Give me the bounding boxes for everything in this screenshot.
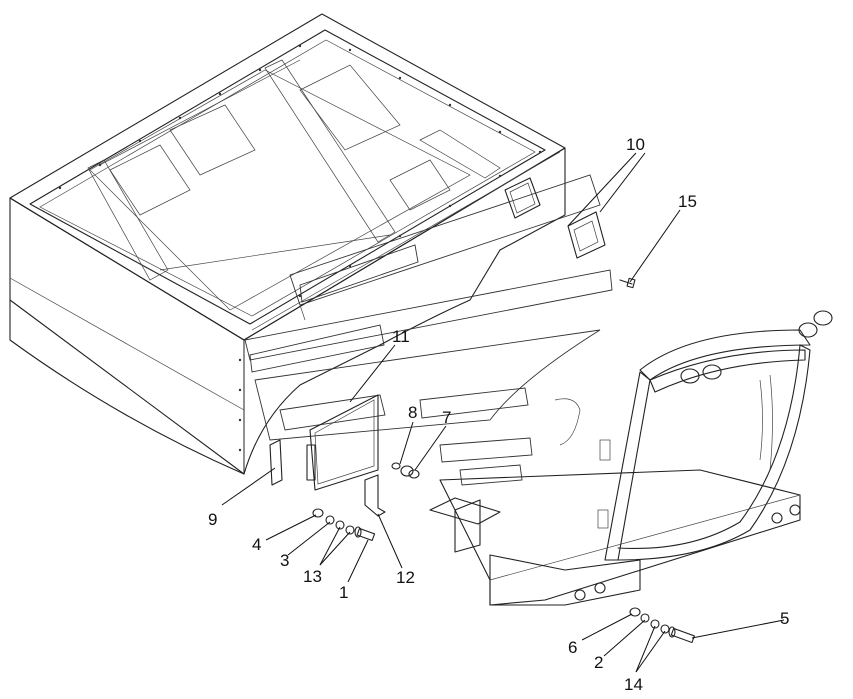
fasteners-right [629, 607, 695, 644]
callout-4: 4 [252, 535, 261, 554]
callout-12: 12 [396, 568, 415, 587]
callout-2: 2 [594, 653, 603, 672]
callout-1: 1 [339, 583, 348, 602]
mud-flap [306, 394, 379, 491]
callout-5: 5 [780, 609, 789, 628]
parts-7-8-12 [364, 462, 420, 517]
callout-15: 15 [678, 192, 697, 211]
callout-9: 9 [208, 510, 217, 529]
fasteners-left [312, 508, 376, 542]
callout-7: 7 [442, 408, 451, 427]
bracket-9 [269, 439, 283, 486]
body-box [9, 13, 566, 475]
chassis-frame [429, 310, 833, 606]
bolt-15 [619, 277, 636, 289]
callout-10: 10 [626, 135, 645, 154]
leader-lines [221, 152, 785, 673]
callout-3: 3 [280, 551, 289, 570]
fender-phantom [244, 174, 613, 486]
callout-14: 14 [624, 675, 643, 694]
callout-8: 8 [408, 403, 417, 422]
callout-13: 13 [303, 567, 322, 586]
callout-6: 6 [568, 638, 577, 657]
plate-10 [567, 211, 606, 259]
callout-11: 11 [392, 327, 410, 346]
